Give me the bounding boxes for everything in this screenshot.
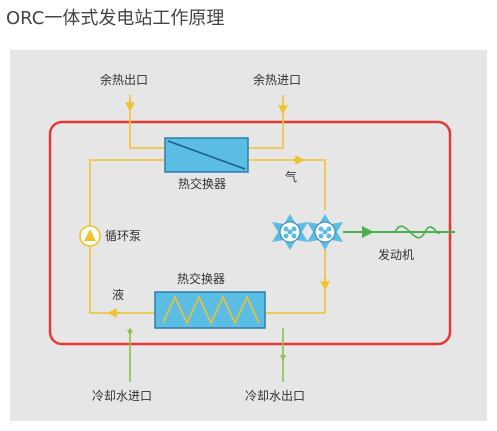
cooling-water-pipes [129,328,284,382]
heat-exchanger-top [164,137,249,173]
label-waste-heat-out: 余热出口 [100,72,148,87]
cooling-out-arrow [280,355,286,361]
heat-exchanger-bottom [154,291,266,329]
label-liquid: 液 [112,287,124,302]
cooling-in-arrow [127,330,133,336]
label-cooling-out: 冷却水出口 [245,389,305,403]
label-hx-bottom: 热交换器 [177,271,225,286]
label-cooling-in: 冷却水进口 [92,389,152,403]
turbine-icon [272,214,343,250]
label-gas: 气 [285,169,297,184]
label-pump: 循环泵 [105,229,141,243]
generator-shaft [343,225,455,239]
pump-icon [79,225,101,247]
label-hx-top: 热交换器 [178,176,226,191]
page-title: ORC一体式发电站工作原理 [6,8,225,29]
label-waste-heat-in: 余热进口 [253,72,301,87]
label-generator: 发动机 [378,247,414,262]
